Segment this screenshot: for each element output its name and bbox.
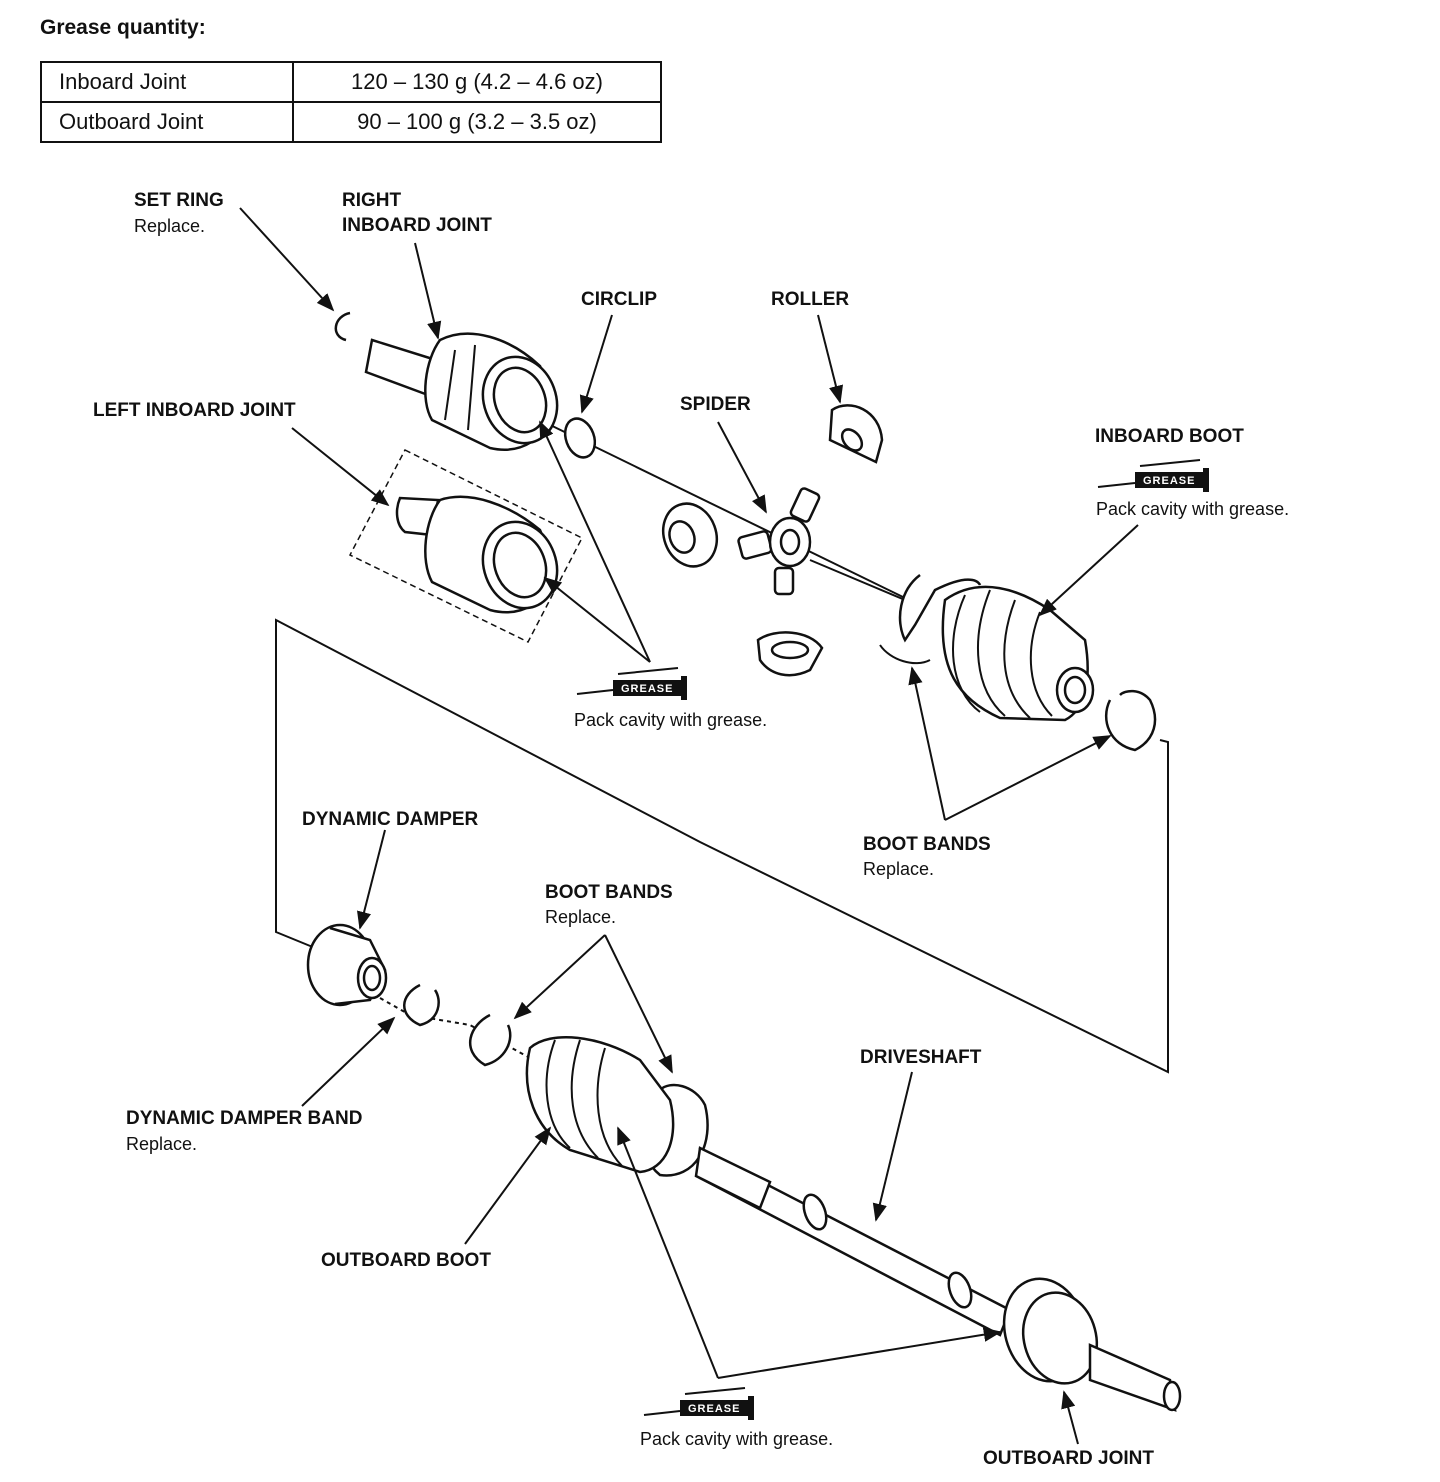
label-driveshaft: DRIVESHAFT	[860, 1047, 982, 1068]
outboard-joint	[1002, 1277, 1182, 1412]
table-row: Inboard Joint 120 – 130 g (4.2 – 4.6 oz)	[40, 61, 662, 103]
grease-amount: 120 – 130 g (4.2 – 4.6 oz)	[292, 61, 662, 103]
left-inboard-joint	[348, 449, 584, 643]
label-right-inboard-2: INBOARD JOINT	[342, 215, 492, 236]
label-pack-cavity: Pack cavity with grease.	[640, 1429, 833, 1449]
label-boot-bands-note: Replace.	[863, 859, 934, 879]
label-dynamic-damper: DYNAMIC DAMPER	[302, 809, 479, 830]
roller	[828, 404, 884, 464]
label-roller: ROLLER	[771, 289, 849, 310]
grease-tube-icon: GREASE	[576, 667, 687, 700]
set-ring	[334, 311, 351, 342]
label-right-inboard-1: RIGHT	[342, 190, 402, 211]
joint-name: Inboard Joint	[40, 61, 294, 103]
label-dynamic-damper-band: DYNAMIC DAMPER BAND	[126, 1108, 362, 1129]
inboard-boot	[941, 585, 1095, 722]
grease-tube-label: GREASE	[621, 683, 673, 695]
leader-arrows	[239, 207, 1139, 1445]
label-boot-bands: BOOT BANDS	[863, 834, 991, 855]
grease-quantity-title: Grease quantity:	[40, 16, 206, 39]
label-pack-cavity: Pack cavity with grease.	[574, 710, 767, 730]
dynamic-damper-band	[403, 983, 440, 1027]
label-inboard-boot: INBOARD BOOT	[1095, 426, 1244, 447]
grease-tube-label: GREASE	[1143, 475, 1195, 487]
label-set-ring: SET RING	[134, 190, 224, 211]
label-boot-bands-note: Replace.	[545, 907, 616, 927]
spider	[661, 487, 821, 596]
circlip	[563, 417, 597, 459]
outboard-boot	[525, 1036, 675, 1174]
label-dynamic-damper-band-note: Replace.	[126, 1134, 197, 1154]
callout-labels: SET RING Replace. RIGHT INBOARD JOINT CI…	[93, 190, 1289, 1469]
grease-tube-icon: GREASE	[643, 1387, 754, 1420]
label-set-ring-note: Replace.	[134, 216, 205, 236]
roller	[756, 631, 824, 677]
outboard-boot-band	[468, 1013, 512, 1067]
joint-name: Outboard Joint	[40, 101, 294, 143]
label-circlip: CIRCLIP	[581, 289, 657, 310]
table-row: Outboard Joint 90 – 100 g (3.2 – 3.5 oz)	[40, 101, 662, 143]
label-outboard-boot: OUTBOARD BOOT	[321, 1250, 491, 1271]
inboard-boot-band	[1104, 689, 1157, 752]
label-left-inboard-joint: LEFT INBOARD JOINT	[93, 400, 296, 421]
label-boot-bands: BOOT BANDS	[545, 882, 673, 903]
dynamic-damper	[306, 923, 388, 1007]
label-spider: SPIDER	[680, 394, 751, 415]
label-outboard-joint: OUTBOARD JOINT	[983, 1448, 1154, 1469]
grease-amount: 90 – 100 g (3.2 – 3.5 oz)	[292, 101, 662, 143]
right-inboard-joint	[364, 332, 559, 451]
label-pack-cavity: Pack cavity with grease.	[1096, 499, 1289, 519]
grease-tube-icon: GREASE	[1097, 459, 1209, 492]
grease-tube-label: GREASE	[688, 1403, 740, 1415]
driveshaft	[694, 1146, 1012, 1337]
inboard-boot-band	[879, 574, 982, 665]
grease-quantity-table: Inboard Joint 120 – 130 g (4.2 – 4.6 oz)…	[40, 61, 662, 143]
